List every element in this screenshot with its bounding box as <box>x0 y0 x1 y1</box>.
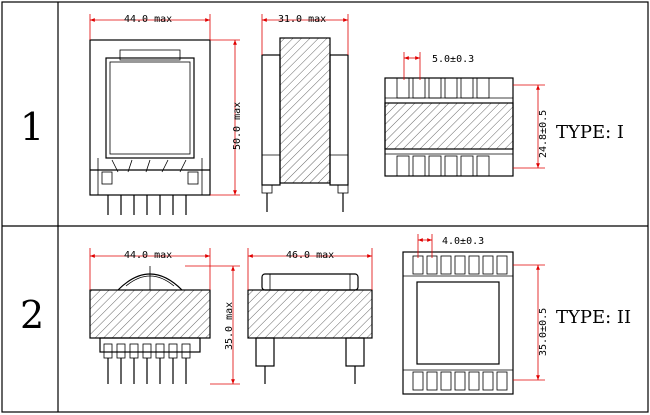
dimension-side-width: 46.0 max <box>247 248 373 290</box>
svg-text:24.8±0.5: 24.8±0.5 <box>538 110 549 158</box>
dimension-side-width: 31.0 max <box>261 14 349 55</box>
dimension-row-span: 24.8±0.5 <box>513 84 549 169</box>
dimension-front-height: 50.0 max <box>210 39 243 196</box>
svg-text:31.0 max: 31.0 max <box>278 14 326 25</box>
dimension-row-span: 35.0±0.5 <box>513 264 549 381</box>
dimension-front-height: 35.0 max <box>185 265 240 385</box>
type-label: TYPE: I <box>556 122 624 143</box>
side-view-type-1 <box>261 37 349 212</box>
front-view-type-1 <box>89 39 211 215</box>
svg-text:35.0±0.5: 35.0±0.5 <box>538 308 549 356</box>
row-number: 1 <box>20 105 44 149</box>
front-view-type-2 <box>89 266 211 384</box>
dimension-front-width: 44.0 max <box>89 14 211 40</box>
dimension-pin-pitch: 5.0±0.3 <box>403 52 474 80</box>
svg-text:44.0 max: 44.0 max <box>124 250 172 261</box>
svg-text:46.0 max: 46.0 max <box>286 250 334 261</box>
dimension-front-width: 44.0 max <box>89 248 211 290</box>
dimension-pin-pitch: 4.0±0.3 <box>417 234 484 258</box>
side-view-type-2 <box>247 273 373 384</box>
svg-text:44.0 max: 44.0 max <box>124 14 172 25</box>
svg-text:4.0±0.3: 4.0±0.3 <box>442 236 484 247</box>
svg-text:35.0 max: 35.0 max <box>224 302 235 350</box>
row-number: 2 <box>20 293 44 337</box>
bottom-view-type-2 <box>402 251 514 395</box>
type-label: TYPE: II <box>556 307 631 328</box>
svg-text:50.0 max: 50.0 max <box>232 102 243 150</box>
svg-text:5.0±0.3: 5.0±0.3 <box>432 54 474 65</box>
bottom-view-type-1 <box>384 77 514 177</box>
